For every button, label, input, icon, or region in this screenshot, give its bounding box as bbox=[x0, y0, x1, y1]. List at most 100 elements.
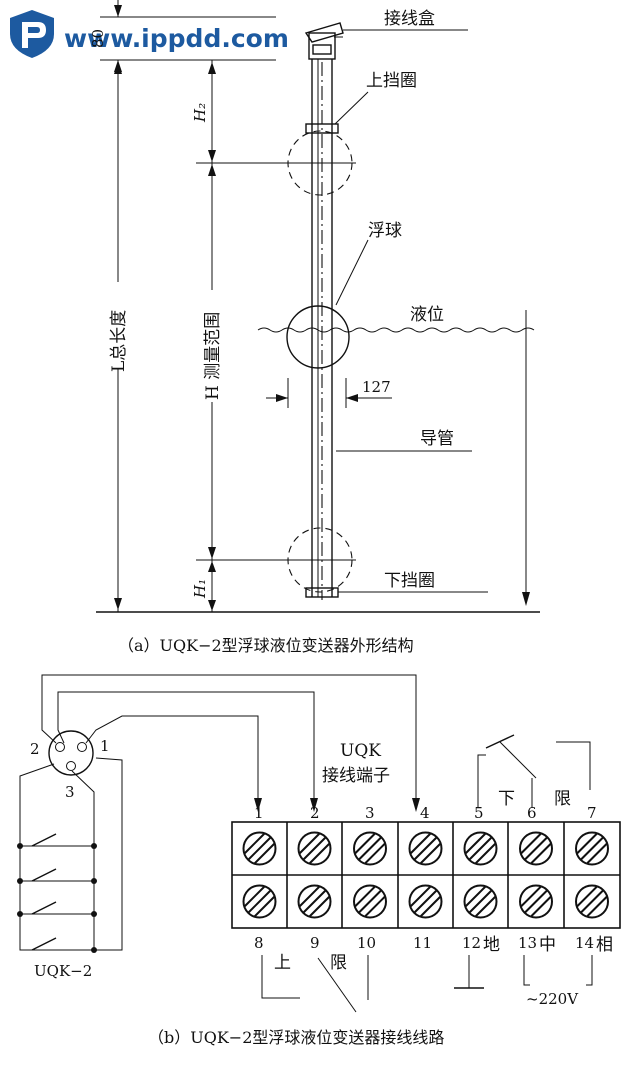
connector-pin-3 bbox=[66, 761, 76, 771]
terminal-screw-3 bbox=[353, 831, 387, 866]
dim-total-label: L总长度 bbox=[109, 310, 129, 372]
terminal-num-1: 1 bbox=[254, 804, 264, 822]
terminal-screw-5 bbox=[463, 831, 498, 866]
switch-bank bbox=[17, 757, 123, 953]
terminal-num-14: 14 bbox=[575, 934, 594, 952]
dim-total-arrow-bottom bbox=[114, 598, 122, 610]
voltage-bracket-right bbox=[586, 955, 593, 986]
liquid-level-label: 液位 bbox=[410, 305, 444, 325]
dim-total-arrow-top bbox=[114, 62, 122, 74]
dim-h-arrow-top bbox=[208, 164, 216, 176]
guide-tube bbox=[311, 59, 333, 600]
lower-ring-label: 下挡圈 bbox=[384, 571, 435, 591]
terminal-block bbox=[231, 821, 621, 929]
connector-pin-label-3: 3 bbox=[65, 783, 75, 801]
terminal-num-10: 10 bbox=[357, 934, 376, 952]
terminal-screw-4 bbox=[408, 831, 443, 866]
block-title-1: UQK bbox=[340, 741, 381, 761]
watermark-text: www.ippdd.com bbox=[64, 24, 289, 53]
dim-h1-arrow-top bbox=[208, 561, 216, 572]
figure-b: 2 1 3 UQK−2 bbox=[17, 674, 621, 1047]
terminal-screw-10 bbox=[353, 884, 387, 919]
arrow-terminal-4 bbox=[412, 798, 420, 812]
terminal-num-11: 11 bbox=[413, 934, 432, 952]
voltage-label: ~220V bbox=[526, 990, 579, 1008]
terminal-num-3: 3 bbox=[365, 804, 375, 822]
terminal-screw-14 bbox=[575, 884, 609, 919]
dim-h-arrow-bottom bbox=[208, 547, 216, 559]
terminal-screw-8 bbox=[242, 884, 277, 919]
terminal-screw-2 bbox=[297, 831, 332, 866]
wire-pin1-terminal2 bbox=[57, 691, 315, 810]
phase-label: 相 bbox=[596, 935, 613, 955]
terminal-screw-9 bbox=[297, 884, 332, 919]
device-label: UQK−2 bbox=[34, 962, 92, 980]
dim-total-label-bg bbox=[104, 282, 132, 368]
dim-h-label: H 测量范围 bbox=[203, 312, 223, 400]
lower-limit-label-b: 限 bbox=[554, 789, 571, 809]
neutral-label: 中 bbox=[539, 935, 556, 955]
junction-box-label: 接线盒 bbox=[384, 9, 435, 29]
terminal-screw-7 bbox=[575, 831, 609, 866]
float-leader bbox=[335, 239, 369, 306]
terminal-num-8: 8 bbox=[254, 934, 264, 952]
float-ball bbox=[286, 305, 350, 369]
wire-pin2-terminal4 bbox=[41, 674, 417, 810]
caption-b: （b）UQK−2型浮球液位变送器接线线路 bbox=[148, 1028, 444, 1047]
dim-80-label: 80 bbox=[89, 29, 107, 48]
dim-h2-arrow-top bbox=[208, 62, 216, 74]
liquid-surface bbox=[257, 327, 535, 333]
guide-tube-label: 导管 bbox=[420, 429, 454, 449]
terminal-num-4: 4 bbox=[420, 804, 430, 822]
arrow-terminal-1 bbox=[254, 798, 262, 812]
terminal-screw-12 bbox=[463, 884, 498, 919]
float-label: 浮球 bbox=[368, 221, 402, 241]
ground-label: 地 bbox=[483, 935, 500, 955]
dim-h2-arrow-bottom bbox=[208, 150, 216, 162]
wire-pin1-terminal1 bbox=[85, 715, 259, 810]
dim-h1-arrow-bottom bbox=[208, 600, 216, 611]
upper-limit-label-a: 上 bbox=[274, 953, 291, 973]
lower-limit-label-a: 下 bbox=[498, 789, 515, 809]
terminal-num-6: 6 bbox=[527, 804, 537, 822]
terminal-screw-11 bbox=[408, 884, 443, 919]
lower-limit-switch bbox=[477, 734, 591, 808]
connector-pin-2 bbox=[55, 742, 65, 752]
connector-pin-label-2: 2 bbox=[30, 740, 40, 758]
terminal-screw-1 bbox=[242, 831, 277, 866]
connector-pin-label-1: 1 bbox=[100, 737, 110, 755]
dim-h2-label: H₂ bbox=[191, 103, 209, 123]
connector-body bbox=[48, 730, 94, 776]
ground-symbol-icon bbox=[454, 955, 484, 989]
connector-pin-1 bbox=[77, 742, 87, 752]
caption-a: （a）UQK−2型浮球液位变送器外形结构 bbox=[118, 636, 414, 655]
dim-h-label-bg bbox=[198, 290, 226, 402]
diameter-label: 127 bbox=[362, 378, 391, 396]
terminal-dividers bbox=[286, 822, 565, 928]
dim-h1-label: H₁ bbox=[191, 579, 209, 599]
diameter-arrow-left bbox=[276, 394, 288, 402]
level-arrow-head bbox=[522, 592, 530, 606]
upper-limit-switch bbox=[261, 955, 369, 1013]
terminal-num-9: 9 bbox=[310, 934, 320, 952]
upper-limit-label-b: 限 bbox=[330, 953, 347, 973]
terminal-num-2: 2 bbox=[310, 804, 320, 822]
terminal-num-7: 7 bbox=[587, 804, 597, 822]
terminal-num-12: 12 bbox=[462, 934, 481, 952]
dim-80-arrow-up bbox=[114, 5, 122, 17]
arrow-terminal-2 bbox=[310, 798, 318, 812]
upper-ring-label: 上挡圈 bbox=[366, 71, 417, 91]
upper-ring bbox=[305, 123, 339, 134]
watermark: www.ippdd.com bbox=[10, 10, 289, 58]
junction-box bbox=[304, 22, 344, 60]
watermark-logo-icon bbox=[10, 10, 54, 58]
terminal-num-13: 13 bbox=[518, 934, 537, 952]
block-title-2: 接线端子 bbox=[322, 766, 390, 786]
voltage-bracket bbox=[523, 955, 530, 986]
terminal-screw-6 bbox=[519, 831, 553, 866]
terminal-num-5: 5 bbox=[474, 804, 484, 822]
upper-ring-leader bbox=[334, 91, 369, 125]
diameter-arrow-right bbox=[346, 394, 358, 402]
terminal-screw-13 bbox=[519, 884, 553, 919]
